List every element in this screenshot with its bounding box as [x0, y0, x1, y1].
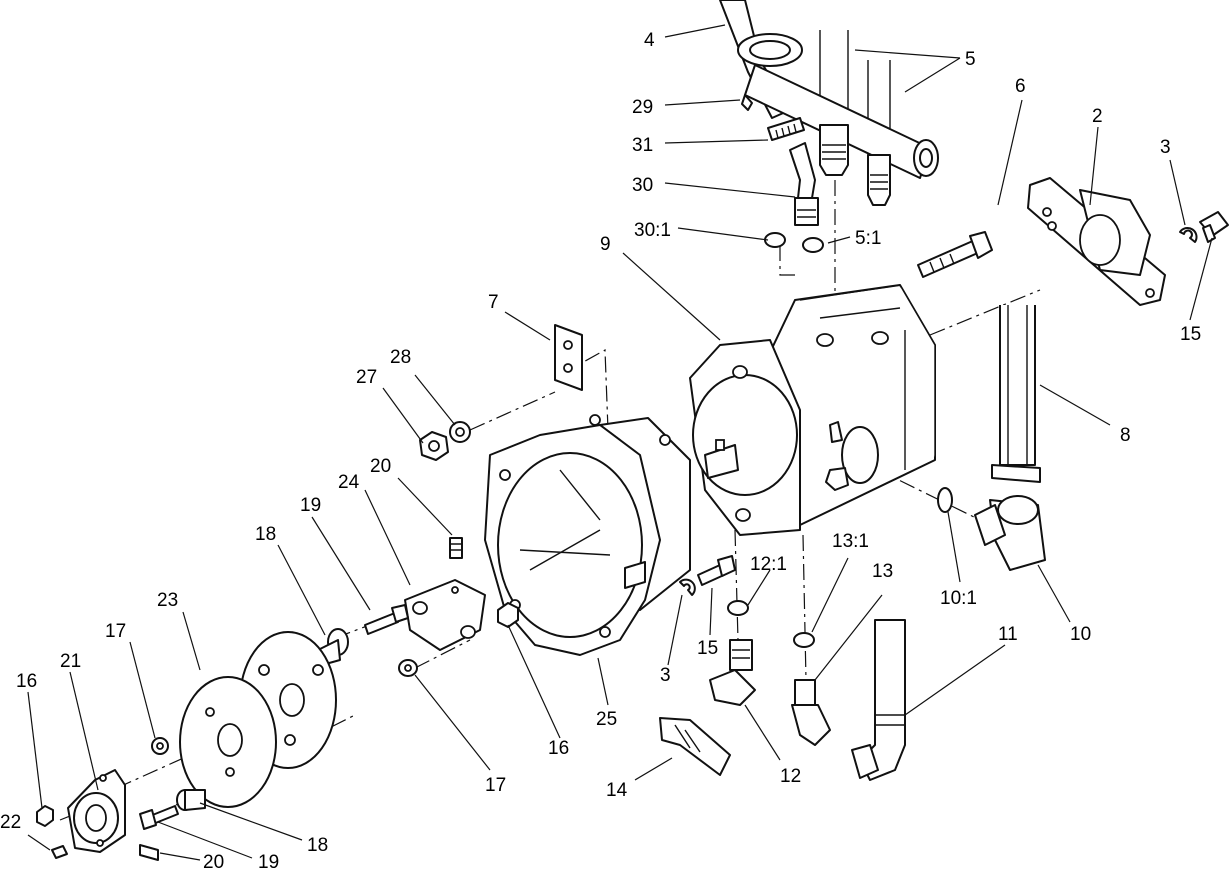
o-ring-12-1	[727, 600, 749, 616]
callout-6: 6	[1015, 76, 1026, 97]
coupling-hub-24	[404, 579, 486, 651]
lock-washer-28	[449, 421, 471, 443]
callout-3-top: 3	[1160, 137, 1171, 158]
callout-10: 10	[1070, 624, 1091, 645]
callout-20-top: 20	[370, 456, 391, 477]
bolt-19-lower	[139, 805, 179, 830]
bolt-19	[364, 604, 409, 635]
hose-14	[659, 717, 731, 776]
lock-washer-3-lower	[679, 578, 696, 596]
callout-11: 11	[998, 624, 1018, 645]
callout-16-top: 16	[16, 671, 37, 692]
callout-8: 8	[1120, 425, 1131, 446]
tube-5	[744, 30, 939, 179]
callout-17-bottom: 17	[485, 775, 506, 796]
leader-lines	[27, 24, 1213, 861]
callout-15-bottom: 15	[697, 638, 718, 659]
callout-5-1: 5:1	[855, 228, 881, 249]
tube-8	[999, 305, 1036, 466]
callout-10-1: 10:1	[940, 588, 977, 609]
lock-washer-3	[1179, 227, 1198, 243]
o-rings-top	[764, 232, 824, 253]
callout-24: 24	[338, 472, 360, 493]
hose-clamp	[991, 464, 1041, 483]
bushing-18-lower	[176, 789, 206, 811]
callout-2: 2	[1092, 106, 1103, 127]
callout-30: 30	[632, 175, 653, 196]
callout-18-bottom: 18	[307, 835, 328, 856]
key-22	[51, 845, 68, 859]
bolt-15	[1199, 211, 1229, 243]
callout-16-bottom: 16	[548, 738, 569, 759]
callout-12: 12	[780, 766, 801, 787]
bolt-20-top	[449, 537, 463, 559]
callout-4: 4	[644, 30, 655, 51]
callout-30-1: 30:1	[634, 220, 671, 241]
adapter-housing-25	[484, 414, 691, 656]
bolt-15-lower	[697, 555, 736, 586]
pin-29	[741, 94, 753, 111]
callout-21: 21	[60, 651, 81, 672]
callout-22: 22	[0, 812, 21, 833]
callout-7: 7	[488, 292, 499, 313]
callout-28: 28	[390, 347, 411, 368]
nut-27	[419, 431, 449, 461]
callout-18-top: 18	[255, 524, 276, 545]
bolt-9	[917, 231, 993, 278]
callout-labels: 4 5 29 31 30 30:1 5:1 9 6 2 3 15 7 28 27…	[0, 30, 1201, 873]
callout-15-top: 15	[1180, 324, 1201, 345]
callout-27: 27	[356, 367, 377, 388]
coupling-disc-23	[179, 676, 277, 808]
callout-14: 14	[606, 780, 628, 801]
elbow-fitting-10	[974, 495, 1046, 571]
callout-5: 5	[965, 49, 976, 70]
callout-13: 13	[872, 561, 893, 582]
callout-20-bottom: 20	[203, 852, 224, 873]
callout-25: 25	[596, 709, 617, 730]
callout-13-1: 13:1	[832, 531, 869, 552]
callout-12-1: 12:1	[750, 554, 787, 575]
setscrew-20-lower	[139, 844, 159, 861]
callout-19-bottom: 19	[258, 852, 279, 873]
hose-clamp-31	[767, 117, 805, 141]
elbow-fitting-12	[709, 639, 756, 706]
o-ring-13-1	[793, 632, 815, 648]
callout-19-top: 19	[300, 495, 321, 516]
nut-16-lower	[36, 805, 54, 827]
callout-23: 23	[157, 590, 178, 611]
callout-9: 9	[600, 234, 611, 255]
bushing-18	[317, 628, 349, 666]
hose-11	[851, 619, 906, 781]
washer-17-lower	[151, 737, 169, 755]
tube-fittings	[819, 124, 891, 206]
o-ring-10-1	[937, 487, 953, 513]
mounting-plate-2	[1027, 177, 1166, 306]
nut-16	[497, 602, 519, 628]
callout-29: 29	[632, 97, 653, 118]
plate-7	[554, 324, 583, 391]
callout-31: 31	[632, 135, 653, 156]
washer-17	[398, 659, 418, 677]
elbow-fitting-13	[791, 679, 831, 746]
elbow-fitting-30	[789, 142, 819, 226]
callout-3-bottom: 3	[660, 665, 671, 686]
hydraulic-pump-9	[689, 284, 936, 536]
flange-bearing-21	[67, 769, 126, 853]
callout-17-top: 17	[105, 621, 126, 642]
